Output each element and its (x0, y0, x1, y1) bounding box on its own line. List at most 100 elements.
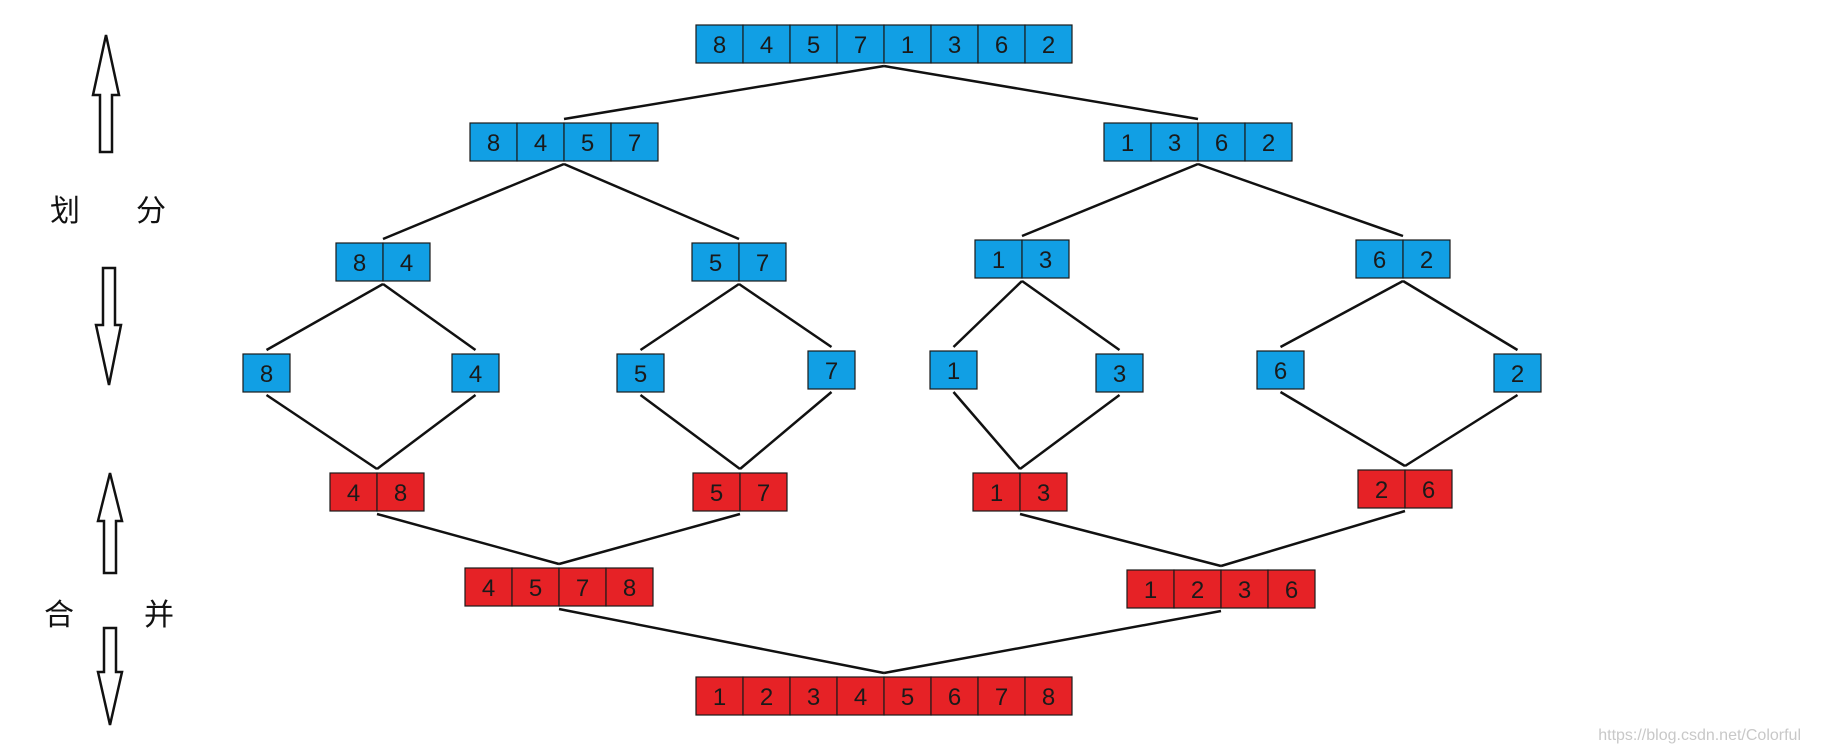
edge-d2b-d3d (738, 282, 833, 349)
edge-d3d-m1b (739, 391, 833, 470)
array-cell-value: 1 (901, 32, 914, 59)
array-cell (807, 350, 856, 390)
array-cell-value: 4 (400, 250, 413, 277)
array-m2a: 4 5 7 8 (464, 567, 654, 607)
array-cell (376, 472, 425, 512)
array-cell-value: 5 (529, 575, 542, 602)
array-cell-value: 3 (1037, 480, 1050, 507)
array-cell-value: 2 (1375, 477, 1388, 504)
array-cell (1095, 353, 1144, 393)
array-cell-value: 8 (1042, 684, 1055, 711)
array-cell (1357, 469, 1406, 509)
array-cell (739, 472, 788, 512)
array-d3d: 7 (807, 350, 856, 390)
array-cell-value: 3 (807, 684, 820, 711)
array-cell (1244, 122, 1293, 162)
array-cell-value: 8 (487, 130, 500, 157)
divide-down-arrow-icon (94, 266, 123, 386)
array-cell (605, 567, 654, 607)
array-cell (836, 24, 885, 64)
array-cell (382, 242, 431, 282)
connector-lines (265, 64, 1519, 675)
edge-d0-d1b (883, 64, 1199, 121)
array-cell-value: 5 (901, 684, 914, 711)
edge-m1c-m2b (1019, 512, 1222, 568)
array-cell (930, 24, 979, 64)
array-cell-value: 8 (353, 250, 366, 277)
array-cell (451, 353, 500, 393)
array-cell (511, 567, 560, 607)
edge-d2c-d3e (952, 280, 1023, 348)
array-cell-value: 2 (1191, 577, 1204, 604)
array-cell-value: 4 (482, 575, 495, 602)
array-cell-value: 6 (1422, 477, 1435, 504)
array-d3b: 4 (451, 353, 500, 393)
array-cell-value: 1 (992, 247, 1005, 274)
array-d3f: 3 (1095, 353, 1144, 393)
edge-d3g-m1d (1279, 390, 1406, 468)
array-cell-value: 3 (1039, 247, 1052, 274)
array-cell (1220, 569, 1269, 609)
array-cell (1256, 350, 1305, 390)
array-cell (616, 353, 665, 393)
array-cell-value: 2 (1511, 361, 1524, 388)
array-cell-value: 6 (1274, 358, 1287, 385)
divide-up-arrow-icon (91, 34, 121, 154)
edge-d3e-m1c (952, 391, 1021, 470)
array-cell (929, 350, 978, 390)
array-cell (1267, 569, 1316, 609)
array-cell (1024, 24, 1073, 64)
array-cell (329, 472, 378, 512)
array-cell-value: 7 (576, 575, 589, 602)
array-cell-value: 7 (628, 130, 641, 157)
array-cell-value: 7 (757, 480, 770, 507)
array-cell-value: 4 (854, 684, 867, 711)
array-cell (1402, 239, 1451, 279)
array-cell-value: 1 (1121, 130, 1134, 157)
array-cell (883, 24, 932, 64)
array-cell-value: 3 (948, 32, 961, 59)
array-cell-value: 8 (713, 32, 726, 59)
array-cell (695, 24, 744, 64)
array-cell-value: 4 (534, 130, 547, 157)
edge-d3b-m1a (376, 394, 477, 470)
array-cell (563, 122, 612, 162)
array-cell (1021, 239, 1070, 279)
array-cell-value: 2 (1262, 130, 1275, 157)
edge-d3f-m1c (1019, 393, 1121, 471)
edge-m1a-m2a (376, 512, 560, 566)
array-cell-value: 4 (347, 480, 360, 507)
merge-label-left: 合 (44, 598, 74, 633)
divide-label-right: 分 (136, 194, 166, 229)
array-cell-value: 2 (1420, 247, 1433, 274)
edge-d3c-m1b (639, 393, 741, 471)
array-cell-value: 2 (760, 684, 773, 711)
array-cell-value: 4 (469, 361, 482, 388)
array-cell (1173, 569, 1222, 609)
array-cell (335, 242, 384, 282)
array-cell-value: 1 (990, 480, 1003, 507)
array-cell-value: 3 (1238, 577, 1251, 604)
array-cell (789, 676, 838, 716)
edge-d2c-d3f (1021, 279, 1121, 352)
array-cell (974, 239, 1023, 279)
array-cell-value: 7 (995, 684, 1008, 711)
edge-d3a-m1a (265, 393, 378, 471)
array-cell-value: 1 (947, 358, 960, 385)
array-cell (1493, 353, 1542, 393)
array-cell-value: 4 (760, 32, 773, 59)
merge-up-arrow-icon (96, 472, 124, 575)
array-cell-value: 8 (623, 575, 636, 602)
array-d3g: 6 (1256, 350, 1305, 390)
array-cell-value: 1 (1144, 577, 1157, 604)
